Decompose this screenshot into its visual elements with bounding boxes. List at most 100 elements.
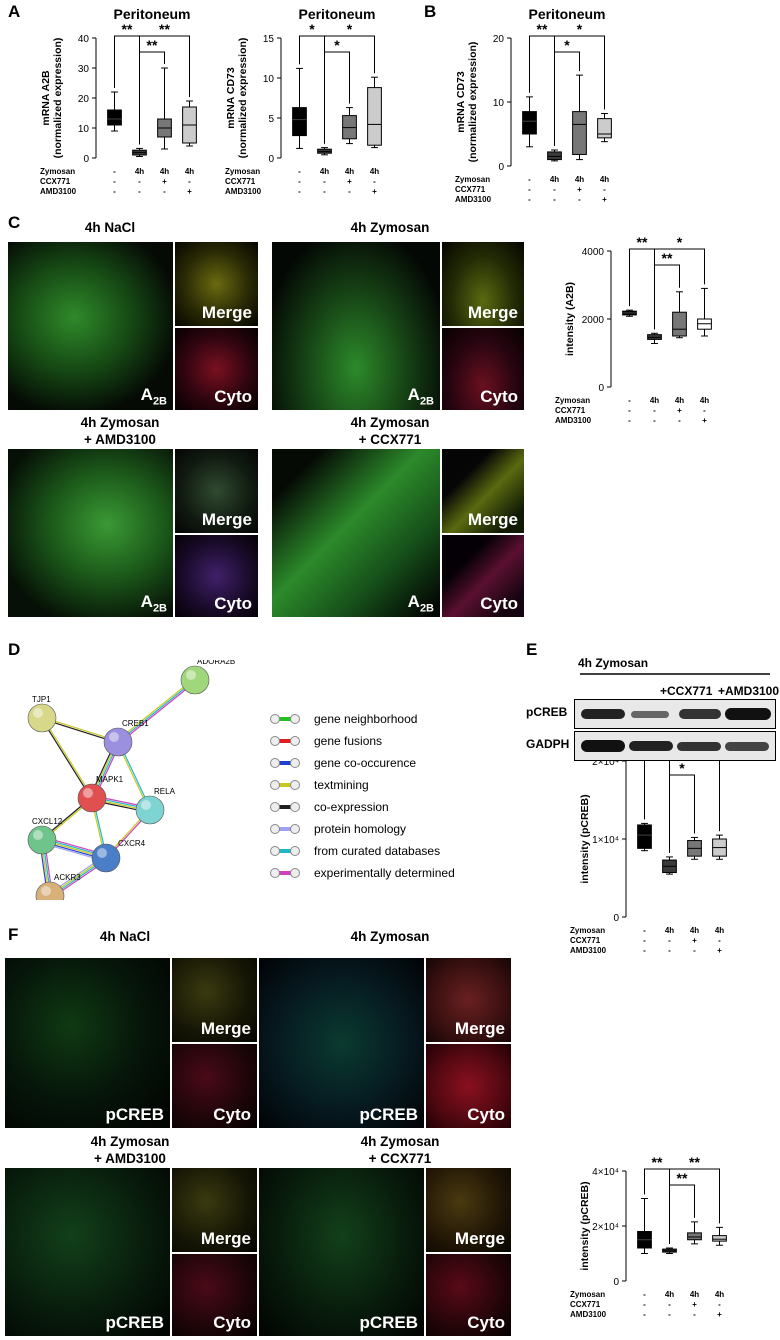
c-zymosan-cyto-label: Cyto	[480, 387, 518, 406]
network-node-label: CREB1	[122, 719, 149, 728]
condition-value: -	[553, 185, 556, 194]
significance-label: *	[309, 21, 315, 37]
condition-value: -	[138, 187, 141, 196]
network-edge	[40, 717, 94, 799]
box-0	[637, 1198, 652, 1254]
legend-swatch	[270, 824, 300, 834]
condition-value: 4h	[650, 396, 659, 405]
f-nacl-pcreb-image: pCREB	[5, 958, 170, 1128]
c-title-nacl: 4h NaCl	[84, 220, 136, 235]
legend-item: from curated databases	[270, 844, 440, 858]
y-axis-label: intensity (pCREB)	[579, 794, 591, 883]
significance-bracket: **	[644, 1154, 670, 1244]
legend-label: gene neighborhood	[314, 712, 418, 726]
blot-row-pcreb-label: pCREB	[526, 705, 568, 719]
significance-bracket: *	[669, 760, 695, 853]
f-zymosan-pcreb-image: pCREB	[259, 958, 424, 1128]
condition-value: +	[187, 187, 192, 196]
box-3	[712, 834, 727, 860]
network-node-rela: RELA	[135, 787, 176, 825]
significance-label: **	[122, 21, 133, 37]
significance-label: *	[679, 760, 685, 776]
c-amd-a2b-label: A2B	[140, 591, 167, 614]
chart-title: Peritoneum	[298, 6, 375, 22]
condition-value: -	[528, 185, 531, 194]
legend-item: gene fusions	[270, 734, 382, 748]
c-ccx-merge-label: Merge	[467, 510, 518, 529]
f-amd-cyto-image: Cyto	[172, 1254, 257, 1336]
condition-label: AMD3100	[570, 1310, 607, 1319]
c-amd-cyto-label: Cyto	[214, 594, 252, 613]
y-tick-label: 2000	[582, 315, 605, 326]
significance-label: *	[347, 21, 353, 37]
f-zymosan-merge-label: Merge	[454, 1019, 505, 1038]
network-node-cxcl12: CXCL12	[27, 817, 63, 855]
c-ccx-cyto-image: Cyto	[442, 535, 524, 617]
condition-label: CCX771	[455, 185, 486, 194]
condition-value: -	[298, 187, 301, 196]
f-nacl-cyto-label: Cyto	[213, 1105, 251, 1124]
box-3	[367, 76, 382, 149]
condition-value: -	[678, 416, 681, 425]
box-3	[597, 113, 612, 143]
condition-label: Zymosan	[570, 1290, 605, 1299]
f-title-ccx: 4h Zymosan + CCX771	[360, 1134, 440, 1166]
condition-value: -	[643, 936, 646, 945]
network-node-label: ACKR3	[54, 873, 81, 882]
box-0	[622, 309, 637, 317]
y-axis-label: mRNA CD73(normalized expression)	[225, 38, 249, 159]
condition-label: Zymosan	[555, 396, 590, 405]
condition-label: CCX771	[570, 936, 601, 945]
panel-letter-c: C	[8, 213, 21, 232]
chart-title: Peritoneum	[113, 6, 190, 22]
string-network: ADORA2BTJP1CREB1MAPK1RELACXCL12CXCR4ACKR…	[27, 660, 235, 900]
f-ccx-merge-image: Merge	[426, 1168, 511, 1252]
c-title-ccx: 4h Zymosan + CCX771	[350, 415, 430, 447]
condition-value: 4h	[575, 175, 584, 184]
condition-value: +	[602, 195, 607, 204]
box-1	[547, 149, 562, 162]
legend-swatch	[270, 736, 300, 746]
f-amd-pcreb-image: pCREB	[5, 1168, 170, 1336]
panel-letter-a: A	[8, 2, 21, 21]
legend-item: co-expression	[270, 800, 389, 814]
c-nacl-cyto-image: Cyto	[175, 328, 258, 410]
f-ccx-pcreb-image: pCREB	[259, 1168, 424, 1336]
condition-value: -	[693, 1310, 696, 1319]
condition-value: 4h	[160, 167, 169, 176]
box-2	[342, 107, 357, 145]
condition-value: 4h	[600, 175, 609, 184]
c-zymosan-a2b-label: A2B	[407, 384, 434, 407]
network-node-creb1: CREB1	[103, 719, 149, 757]
box-1	[662, 856, 677, 875]
f-ccx-cyto-image: Cyto	[426, 1254, 511, 1336]
condition-value: -	[163, 187, 166, 196]
condition-value: +	[692, 1300, 697, 1309]
box-0	[522, 96, 537, 148]
c-amd-merge-image: Merge	[175, 449, 258, 533]
f-amd-pcreb-label: pCREB	[105, 1313, 164, 1332]
condition-value: +	[162, 177, 167, 186]
condition-value: -	[528, 195, 531, 204]
panel-letter-d: D	[8, 640, 21, 659]
condition-value: -	[668, 1300, 671, 1309]
condition-value: -	[653, 416, 656, 425]
network-node-label: TJP1	[32, 695, 51, 704]
box-2	[157, 67, 172, 150]
network-node-label: CXCR4	[118, 839, 146, 848]
y-tick-label: 20	[493, 34, 505, 45]
f-ccx-pcreb-label: pCREB	[359, 1313, 418, 1332]
condition-value: -	[693, 946, 696, 955]
blot-treatment-ccx: +CCX771	[660, 684, 713, 698]
condition-value: -	[668, 946, 671, 955]
box-2	[572, 74, 587, 161]
condition-value: -	[628, 396, 631, 405]
condition-value: -	[113, 187, 116, 196]
condition-value: -	[643, 1310, 646, 1319]
box-1	[647, 332, 662, 344]
network-node-ackr3: ACKR3	[35, 873, 81, 900]
